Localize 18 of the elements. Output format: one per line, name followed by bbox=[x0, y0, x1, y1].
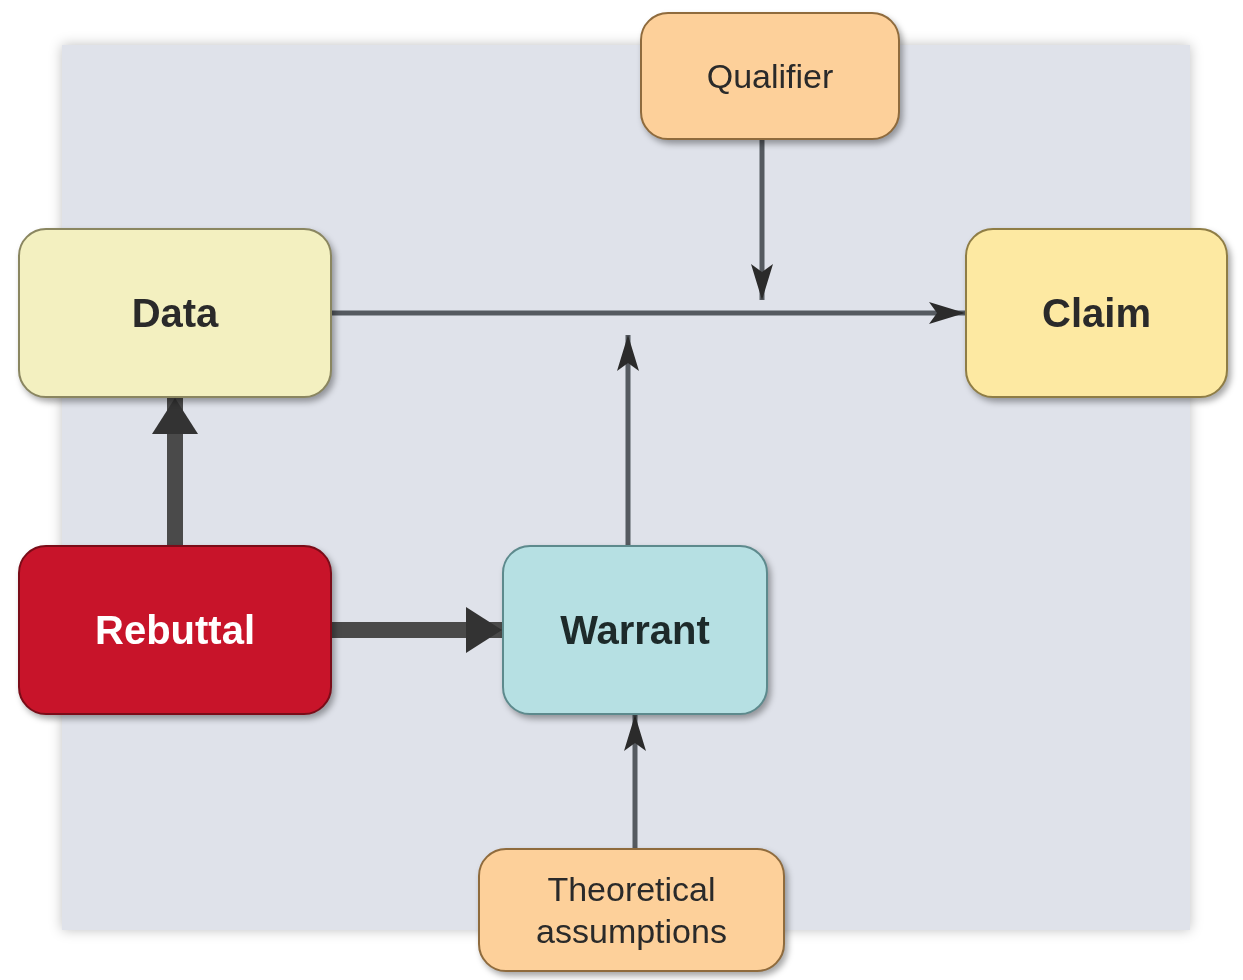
box-label: Theoretical assumptions bbox=[535, 868, 728, 952]
rounded-box bbox=[502, 545, 768, 715]
box-label: Rebuttal bbox=[95, 607, 255, 654]
box-label: Warrant bbox=[560, 607, 710, 654]
arrow bbox=[624, 715, 646, 848]
arrow bbox=[751, 140, 773, 300]
arrow bbox=[152, 398, 198, 545]
box-label: Data bbox=[131, 290, 219, 337]
box-label: Qualifier bbox=[706, 55, 834, 97]
rounded-box bbox=[640, 12, 900, 140]
rounded-box bbox=[965, 228, 1228, 398]
arrow bbox=[332, 607, 502, 653]
arrow bbox=[332, 302, 965, 324]
rounded-box bbox=[478, 848, 785, 972]
rounded-box bbox=[18, 545, 332, 715]
rounded-box bbox=[18, 228, 332, 398]
box-label: Claim bbox=[1042, 290, 1151, 337]
arrow bbox=[617, 335, 639, 545]
